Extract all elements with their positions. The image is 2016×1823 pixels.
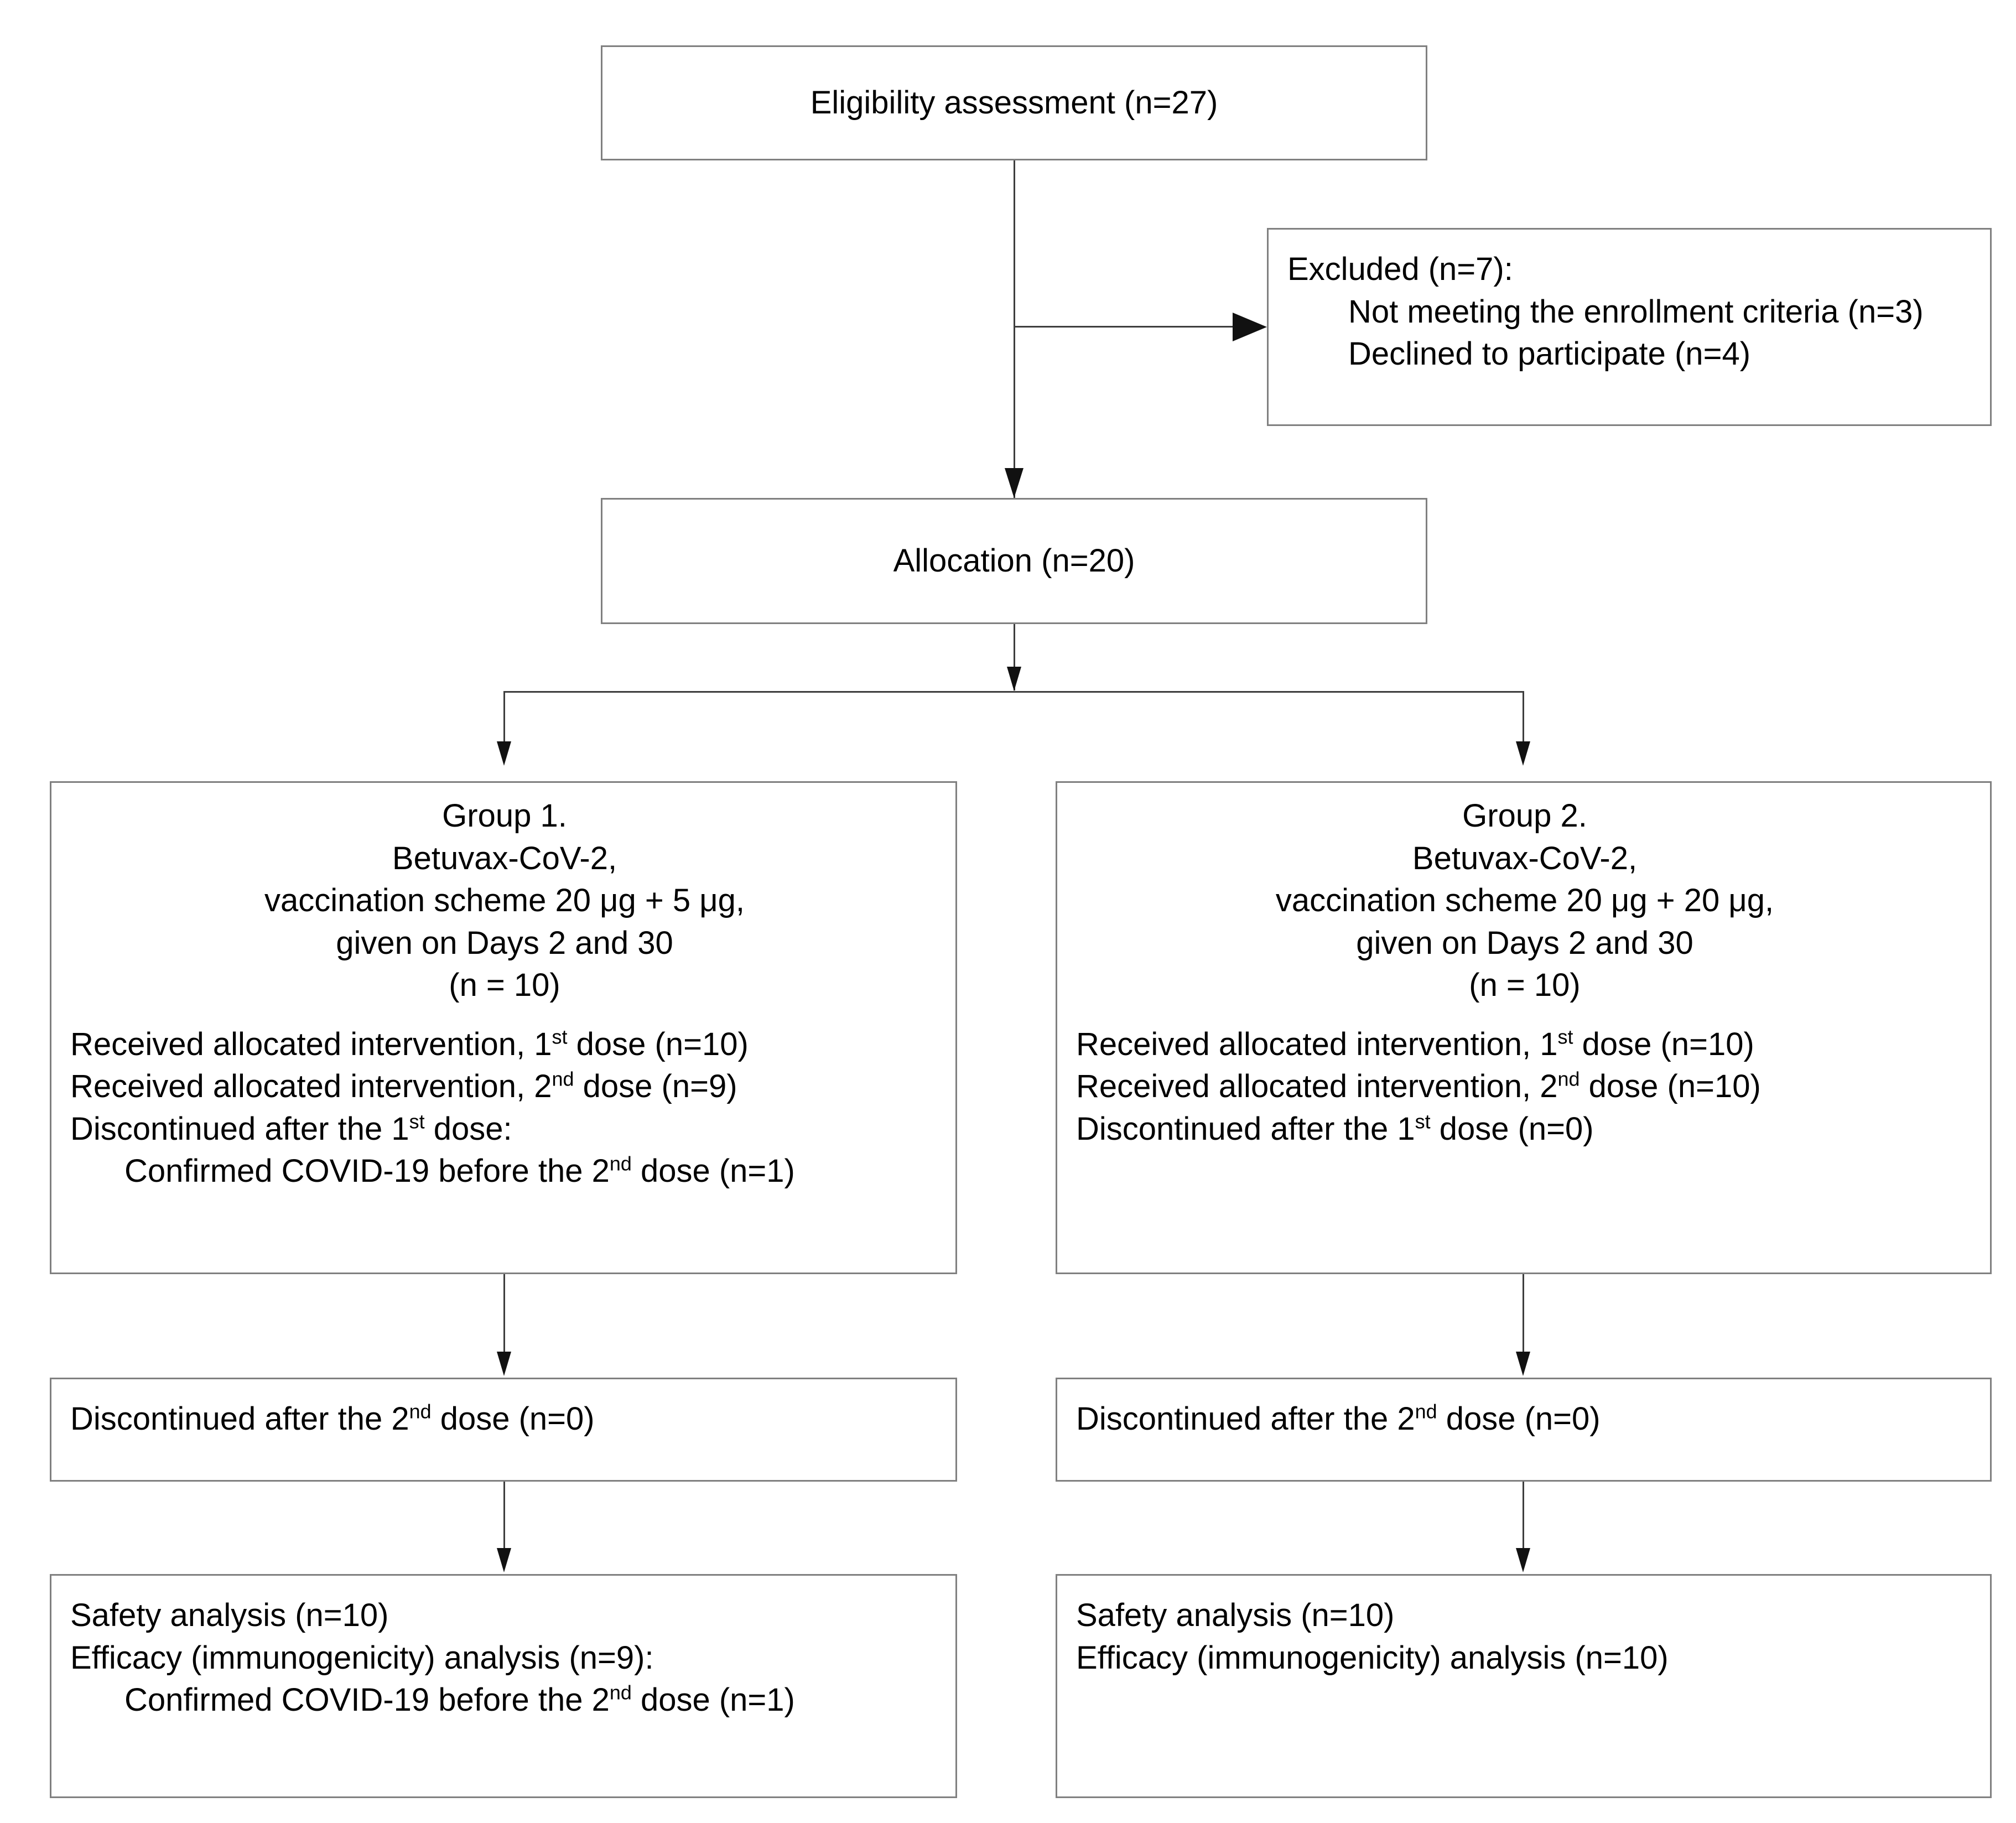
arrowhead-to-allocation (1005, 468, 1023, 498)
group-1-header: Group 1. Betuvax-CoV-2, vaccination sche… (70, 795, 939, 1007)
group-2-header: Group 2. Betuvax-CoV-2, vaccination sche… (1076, 795, 1973, 1007)
ordinal-superscript: nd (552, 1067, 574, 1090)
node-group-2: Group 2. Betuvax-CoV-2, vaccination sche… (1056, 781, 1992, 1274)
group-2-header-line: Betuvax-CoV-2, (1412, 840, 1638, 876)
arrowhead-to-excluded (1233, 313, 1267, 341)
excluded-title: Excluded (n=7): (1287, 251, 1513, 287)
ordinal-superscript: nd (609, 1152, 632, 1176)
arrowhead-discontinued2-to-analysis (1516, 1548, 1530, 1572)
group-1-header-line: Betuvax-CoV-2, (392, 840, 617, 876)
connector-group1-to-discontinued (503, 1274, 505, 1352)
arrowhead-group1-to-discontinued (497, 1352, 511, 1376)
ordinal-superscript: nd (409, 1400, 432, 1423)
arrowhead-allocation-stem (1007, 667, 1021, 691)
group-1-header-line: (n = 10) (449, 967, 560, 1004)
node-text-line: Received allocated intervention, 2nd dos… (1076, 1067, 1761, 1105)
connector-allocation-stem (1014, 624, 1015, 690)
excluded-reason: Not meeting the enrollment criteria (n=3… (1348, 293, 1924, 330)
analysis-1-lines: Safety analysis (n=10) Efficacy (immunoge… (70, 1595, 939, 1722)
eligibility-assessment-label: Eligibility assessment (n=27) (810, 84, 1218, 121)
node-analysis-group-2: Safety analysis (n=10) Efficacy (immunoge… (1056, 1574, 1992, 1798)
group-2-details: Received allocated intervention, 1st dos… (1076, 1024, 1973, 1151)
node-text-line: Received allocated intervention, 1st dos… (1076, 1025, 1754, 1062)
discontinued-1-lines: Discontinued after the 2nd dose (n=0) (70, 1398, 939, 1441)
ordinal-superscript: nd (1415, 1400, 1437, 1423)
node-text-line: Safety analysis (n=10) (70, 1597, 389, 1633)
node-text-line: Discontinued after the 1st dose (n=0) (1076, 1110, 1594, 1147)
ordinal-superscript: st (552, 1025, 568, 1048)
arrowhead-group2-to-discontinued (1516, 1352, 1530, 1376)
discontinued-2-lines: Discontinued after the 2nd dose (n=0) (1076, 1398, 1973, 1441)
group-2-header-line: vaccination scheme 20 μg + 20 μg, (1275, 882, 1774, 919)
group-1-header-line: given on Days 2 and 30 (336, 925, 673, 961)
excluded-reason: Declined to participate (n=4) (1348, 336, 1751, 372)
node-text-line: Discontinued after the 2nd dose (n=0) (1076, 1400, 1601, 1437)
node-eligibility-assessment: Eligibility assessment (n=27) (601, 45, 1427, 160)
connector-discontinued1-to-analysis (503, 1482, 505, 1549)
node-text-line: Efficacy (immunogenicity) analysis (n=9)… (70, 1639, 654, 1676)
arrowhead-to-group2 (1516, 741, 1530, 766)
group-1-header-line: vaccination scheme 20 μg + 5 μg, (264, 882, 745, 919)
connector-discontinued2-to-analysis (1523, 1482, 1524, 1549)
ordinal-superscript: nd (609, 1681, 632, 1704)
node-text-line: Confirmed COVID-19 before the 2nd dose (… (124, 1681, 795, 1718)
ordinal-superscript: st (1415, 1110, 1431, 1133)
arrowhead-discontinued1-to-analysis (497, 1548, 511, 1572)
node-text-line: Received allocated intervention, 1st dos… (70, 1025, 749, 1062)
group-2-header-line: Group 2. (1462, 798, 1587, 834)
ordinal-superscript: nd (1557, 1067, 1580, 1090)
connector-to-excluded (1014, 326, 1235, 328)
node-excluded: Excluded (n=7): Not meeting the enrollme… (1267, 228, 1992, 426)
ordinal-superscript: st (409, 1110, 425, 1133)
node-text-line: Discontinued after the 1st dose: (70, 1110, 512, 1147)
analysis-2-lines: Safety analysis (n=10) Efficacy (immunoge… (1076, 1595, 1973, 1679)
node-group-1: Group 1. Betuvax-CoV-2, vaccination sche… (50, 781, 957, 1274)
group-2-header-line: (n = 10) (1469, 967, 1581, 1004)
connector-to-group1 (503, 691, 505, 756)
allocation-label: Allocation (n=20) (893, 542, 1135, 579)
node-text-line: Received allocated intervention, 2nd dos… (70, 1067, 737, 1105)
connector-to-group2 (1523, 691, 1524, 756)
connector-eligibility-to-allocation (1014, 160, 1015, 498)
node-text-line: Discontinued after the 2nd dose (n=0) (70, 1400, 595, 1437)
arrowhead-to-group1 (497, 741, 511, 766)
ordinal-superscript: st (1557, 1025, 1573, 1048)
node-text-line: Efficacy (immunogenicity) analysis (n=10… (1076, 1639, 1669, 1676)
group-1-details: Received allocated intervention, 1st dos… (70, 1024, 939, 1193)
connector-allocation-split-bar (503, 691, 1524, 693)
node-analysis-group-1: Safety analysis (n=10) Efficacy (immunoge… (50, 1574, 957, 1798)
node-text-line: Safety analysis (n=10) (1076, 1597, 1395, 1633)
connector-group2-to-discontinued (1523, 1274, 1524, 1352)
node-discontinued-2nd-dose-group-2: Discontinued after the 2nd dose (n=0) (1056, 1378, 1992, 1482)
node-text-line: Confirmed COVID-19 before the 2nd dose (… (124, 1152, 795, 1190)
node-discontinued-2nd-dose-group-1: Discontinued after the 2nd dose (n=0) (50, 1378, 957, 1482)
node-allocation: Allocation (n=20) (601, 498, 1427, 624)
group-1-header-line: Group 1. (442, 798, 567, 834)
group-2-header-line: given on Days 2 and 30 (1356, 925, 1693, 961)
